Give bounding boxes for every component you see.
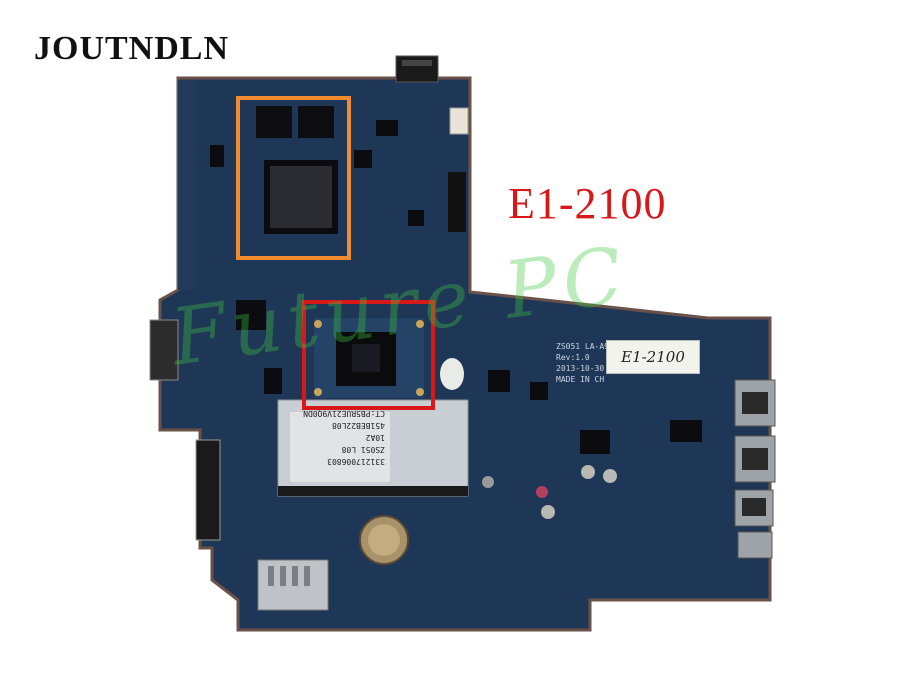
- ram-slot-label-3: 10A2: [365, 433, 385, 442]
- silk-model: ZS051 LA-A9: [556, 342, 609, 351]
- ram-slot-label-4: ZS051 L08: [341, 445, 385, 454]
- silk-made: MADE IN CH: [556, 375, 605, 384]
- ram-slot-label-2: 451BEB22L08: [332, 421, 385, 430]
- cpu-model-label: E1-2100: [508, 179, 667, 228]
- cpu-highlight-box: [302, 300, 435, 410]
- board-silkscreen: ZS051 LA-A9 Rev:1.0 2013-10-30 MADE IN C…: [556, 341, 609, 385]
- ram-slot-label-5: 331217006803: [327, 457, 385, 466]
- silk-rev: Rev:1.0: [556, 353, 590, 362]
- ram-slot-label-1: CT:PB5RUE21V9Q0DN: [303, 409, 385, 418]
- brand-title: JOUTNDLN: [34, 30, 230, 67]
- silk-date: 2013-10-30: [556, 364, 605, 373]
- model-sticker: E1-2100: [606, 340, 700, 374]
- memory-highlight-box: [236, 96, 351, 260]
